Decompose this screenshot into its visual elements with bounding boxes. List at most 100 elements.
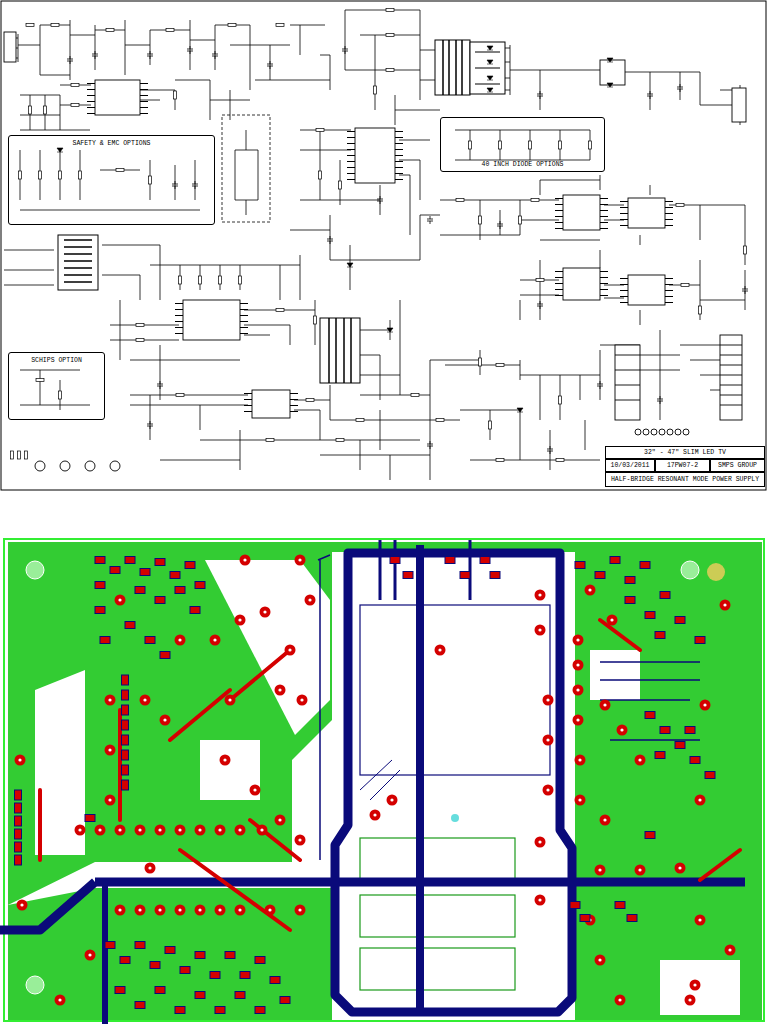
resistor-symbol xyxy=(374,86,377,94)
pcb-pad xyxy=(635,865,646,876)
pcb-trace-red xyxy=(40,620,740,880)
pcb-pad xyxy=(135,905,146,916)
resistor-symbol xyxy=(51,24,59,27)
pcb-smd-part xyxy=(645,712,655,719)
resistor-symbol xyxy=(219,276,222,284)
transformer-symbol xyxy=(443,40,462,95)
ic-symbol xyxy=(563,268,600,300)
pcb-smd-part xyxy=(660,727,670,734)
connector-symbol xyxy=(4,32,16,62)
option-box: SAFETY & EMC OPTIONS xyxy=(8,135,215,225)
pcb-pad xyxy=(595,955,606,966)
pcb-board xyxy=(205,560,330,735)
ic-pin xyxy=(87,83,95,114)
ic-symbol xyxy=(355,128,395,183)
pcb-pad xyxy=(725,945,736,956)
resistor-symbol xyxy=(519,216,522,224)
pcb-pad xyxy=(575,755,586,766)
pcb-smd-part xyxy=(122,720,129,730)
pcb-smd-part xyxy=(215,1007,225,1014)
pcb-pad xyxy=(295,555,306,566)
pcb-pad xyxy=(573,635,584,646)
pcb-smd-part xyxy=(155,987,165,994)
diode-symbol xyxy=(487,88,493,92)
pcb-trace-red xyxy=(120,650,300,930)
capacitor-symbol xyxy=(537,301,543,309)
resistor-symbol xyxy=(11,451,14,459)
pcb-board xyxy=(35,670,85,855)
pcb-smd-part xyxy=(390,557,400,564)
resistor-symbol xyxy=(174,91,177,99)
pcb-pad xyxy=(155,905,166,916)
connector-symbol xyxy=(659,429,665,435)
schematic-wire xyxy=(345,10,560,125)
pcb-pad xyxy=(145,863,156,874)
capacitor-symbol xyxy=(427,441,433,449)
pcb-pad xyxy=(275,815,286,826)
schematic-sheet xyxy=(1,1,766,490)
pcb-pad xyxy=(535,625,546,636)
capacitor-symbol xyxy=(187,46,193,54)
ic-pin xyxy=(140,83,148,114)
schematic-wire xyxy=(520,250,745,325)
pcb-smd-part xyxy=(675,742,685,749)
pcb-pad xyxy=(15,555,736,1006)
pcb-pad xyxy=(265,905,276,916)
capacitor-symbol xyxy=(92,51,98,59)
diode-symbol xyxy=(607,58,613,62)
option-box: SCHIPS OPTION xyxy=(8,352,105,420)
title-block-cell: SMPS GROUP xyxy=(710,459,765,472)
capacitor-symbol xyxy=(157,381,163,389)
pcb-pad xyxy=(257,825,268,836)
capacitor-symbol xyxy=(192,181,198,189)
pcb-smd-part xyxy=(175,587,185,594)
resistor-symbol xyxy=(306,399,314,402)
schematic-wire xyxy=(290,130,520,290)
capacitor-symbol xyxy=(677,84,683,92)
pcb-pad xyxy=(573,685,584,696)
pcb-pad xyxy=(573,660,584,671)
pcb-smd-part xyxy=(150,962,160,969)
pcb-pad xyxy=(135,825,146,836)
pcb-pad xyxy=(220,755,231,766)
pcb-pad xyxy=(575,795,586,806)
resistor-symbol xyxy=(239,276,242,284)
resistor-symbol xyxy=(589,141,592,149)
resistor-symbol xyxy=(116,169,124,172)
pcb-smd-part xyxy=(660,592,670,599)
pcb-pad xyxy=(15,755,26,766)
pcb-smd-part xyxy=(15,803,22,813)
resistor-symbol xyxy=(676,204,684,207)
resistor-symbol xyxy=(411,394,419,397)
resistor-symbol xyxy=(386,69,394,72)
capacitor-symbol xyxy=(742,286,748,294)
connector-symbol xyxy=(720,335,742,420)
pcb-smd-part xyxy=(685,727,695,734)
resistor-symbol xyxy=(228,24,236,27)
pcb-board xyxy=(0,535,768,1024)
pcb-trace xyxy=(0,540,745,1024)
pcb-pad xyxy=(260,607,271,618)
resistor-symbol xyxy=(29,106,32,114)
pcb-smd-part xyxy=(255,1007,265,1014)
ic-pin xyxy=(665,201,673,227)
pcb-pad xyxy=(195,905,206,916)
pcb-pad xyxy=(543,695,554,706)
resistor-symbol xyxy=(559,396,562,404)
pcb-footprint xyxy=(360,605,550,990)
transformer-symbol xyxy=(64,240,92,282)
pcb-pad xyxy=(295,905,306,916)
resistor-symbol xyxy=(559,141,562,149)
resistor-symbol xyxy=(11,9,747,462)
ic-pin xyxy=(665,278,673,304)
pcb-smd-part xyxy=(180,967,190,974)
capacitor-symbol xyxy=(147,421,153,429)
resistor-symbol xyxy=(266,439,274,442)
pcb-smd-part xyxy=(122,750,129,760)
pcb-board xyxy=(200,740,260,800)
transformer-symbol xyxy=(470,42,505,94)
pcb-pad xyxy=(275,685,286,696)
resistor-symbol xyxy=(59,391,62,399)
resistor-symbol xyxy=(36,379,44,382)
resistor-symbol xyxy=(339,181,342,189)
